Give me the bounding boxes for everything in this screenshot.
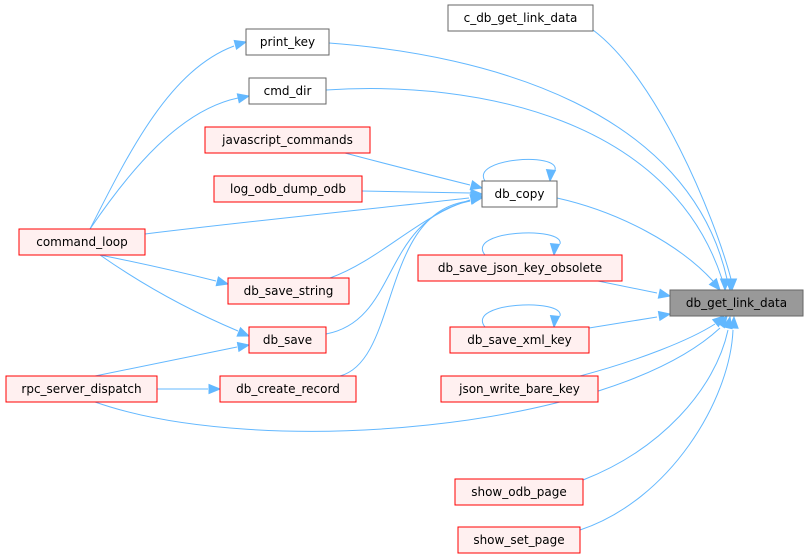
node-label: db_save_xml_key	[467, 333, 571, 347]
node-label: db_save_string	[244, 284, 334, 298]
edge-db-save-xml-key-to-db-get-link-data	[588, 310, 672, 329]
node-label: log_odb_dump_odb	[230, 182, 346, 196]
node-db-get-link-data[interactable]: db_get_link_data	[669, 289, 804, 317]
node-db-copy[interactable]: db_copy	[481, 180, 558, 208]
edge-command-loop-to-print-key	[89, 39, 248, 230]
node-cmd-dir[interactable]: cmd_dir	[248, 77, 327, 105]
edge-command-loop-to-cmd-dir	[89, 93, 251, 230]
edge-show-odb-page-to-db-get-link-data	[582, 315, 733, 481]
edge-rpc-server-dispatch-to-db-create-record	[157, 383, 222, 395]
edge-rpc-server-dispatch-to-db-save	[94, 341, 251, 377]
node-label: rpc_server_dispatch	[21, 382, 141, 396]
node-label: db_create_record	[236, 382, 340, 396]
node-label: javascript_commands	[221, 133, 353, 147]
node-show-set-page[interactable]: show_set_page	[457, 526, 581, 554]
edge-print-key-to-db-get-link-data	[328, 42, 736, 292]
node-db-save-xml-key[interactable]: db_save_xml_key	[449, 326, 590, 354]
node-command-loop[interactable]: command_loop	[18, 228, 146, 256]
edge-command-loop-to-db-save	[99, 254, 251, 337]
edge-db-copy-to-db-get-link-data	[556, 197, 721, 292]
node-json-write-bare-key[interactable]: json_write_bare_key	[440, 375, 599, 403]
edge-db-save-json-key-obsolete-to-db-get-link-data	[592, 279, 672, 299]
node-c-db-get-link-data[interactable]: c_db_get_link_data	[447, 4, 594, 32]
edge-show-set-page-to-db-get-link-data	[579, 315, 739, 531]
edge-db-create-record-to-db-copy	[339, 194, 484, 377]
node-label: cmd_dir	[264, 84, 312, 98]
node-db-create-record[interactable]: db_create_record	[219, 375, 357, 403]
node-label: db_save_json_key_obsolete	[438, 261, 602, 275]
edge-log-odb-dump-odb-to-db-copy	[361, 188, 484, 200]
node-label: show_set_page	[473, 533, 564, 547]
edge-db-copy-to-db-copy	[482, 158, 557, 183]
node-label: db_get_link_data	[686, 296, 787, 310]
node-log-odb-dump-odb[interactable]: log_odb_dump_odb	[213, 175, 363, 203]
node-label: db_save	[263, 333, 312, 347]
edge-rpc-server-dispatch-to-db-get-link-data	[94, 314, 728, 432]
node-label: show_odb_page	[471, 485, 567, 499]
node-rpc-server-dispatch[interactable]: rpc_server_dispatch	[5, 375, 158, 403]
edge-json-write-bare-key-to-db-get-link-data	[579, 315, 726, 377]
node-label: print_key	[260, 35, 315, 49]
node-label: c_db_get_link_data	[464, 11, 578, 25]
edge-command-loop-to-db-save-string	[99, 254, 230, 287]
node-label: json_write_bare_key	[458, 382, 580, 396]
node-label: command_loop	[36, 235, 128, 249]
edge-javascript-commands-to-db-copy	[344, 152, 484, 191]
node-show-odb-page[interactable]: show_odb_page	[454, 478, 584, 506]
node-print-key[interactable]: print_key	[245, 28, 330, 56]
node-label: db_copy	[495, 187, 545, 201]
node-javascript-commands[interactable]: javascript_commands	[204, 126, 371, 154]
edge-cmd-dir-to-db-get-link-data	[325, 88, 731, 292]
edge-c-db-get-link-data-to-db-get-link-data	[592, 29, 738, 292]
edge-db-save-json-key-obsolete-to-db-save-json-key-obsolete	[481, 232, 561, 257]
node-db-save-string[interactable]: db_save_string	[227, 277, 350, 305]
edge-db-save-xml-key-to-db-save-xml-key	[481, 304, 561, 329]
node-db-save[interactable]: db_save	[248, 326, 327, 354]
node-db-save-json-key-obsolete[interactable]: db_save_json_key_obsolete	[417, 254, 623, 282]
